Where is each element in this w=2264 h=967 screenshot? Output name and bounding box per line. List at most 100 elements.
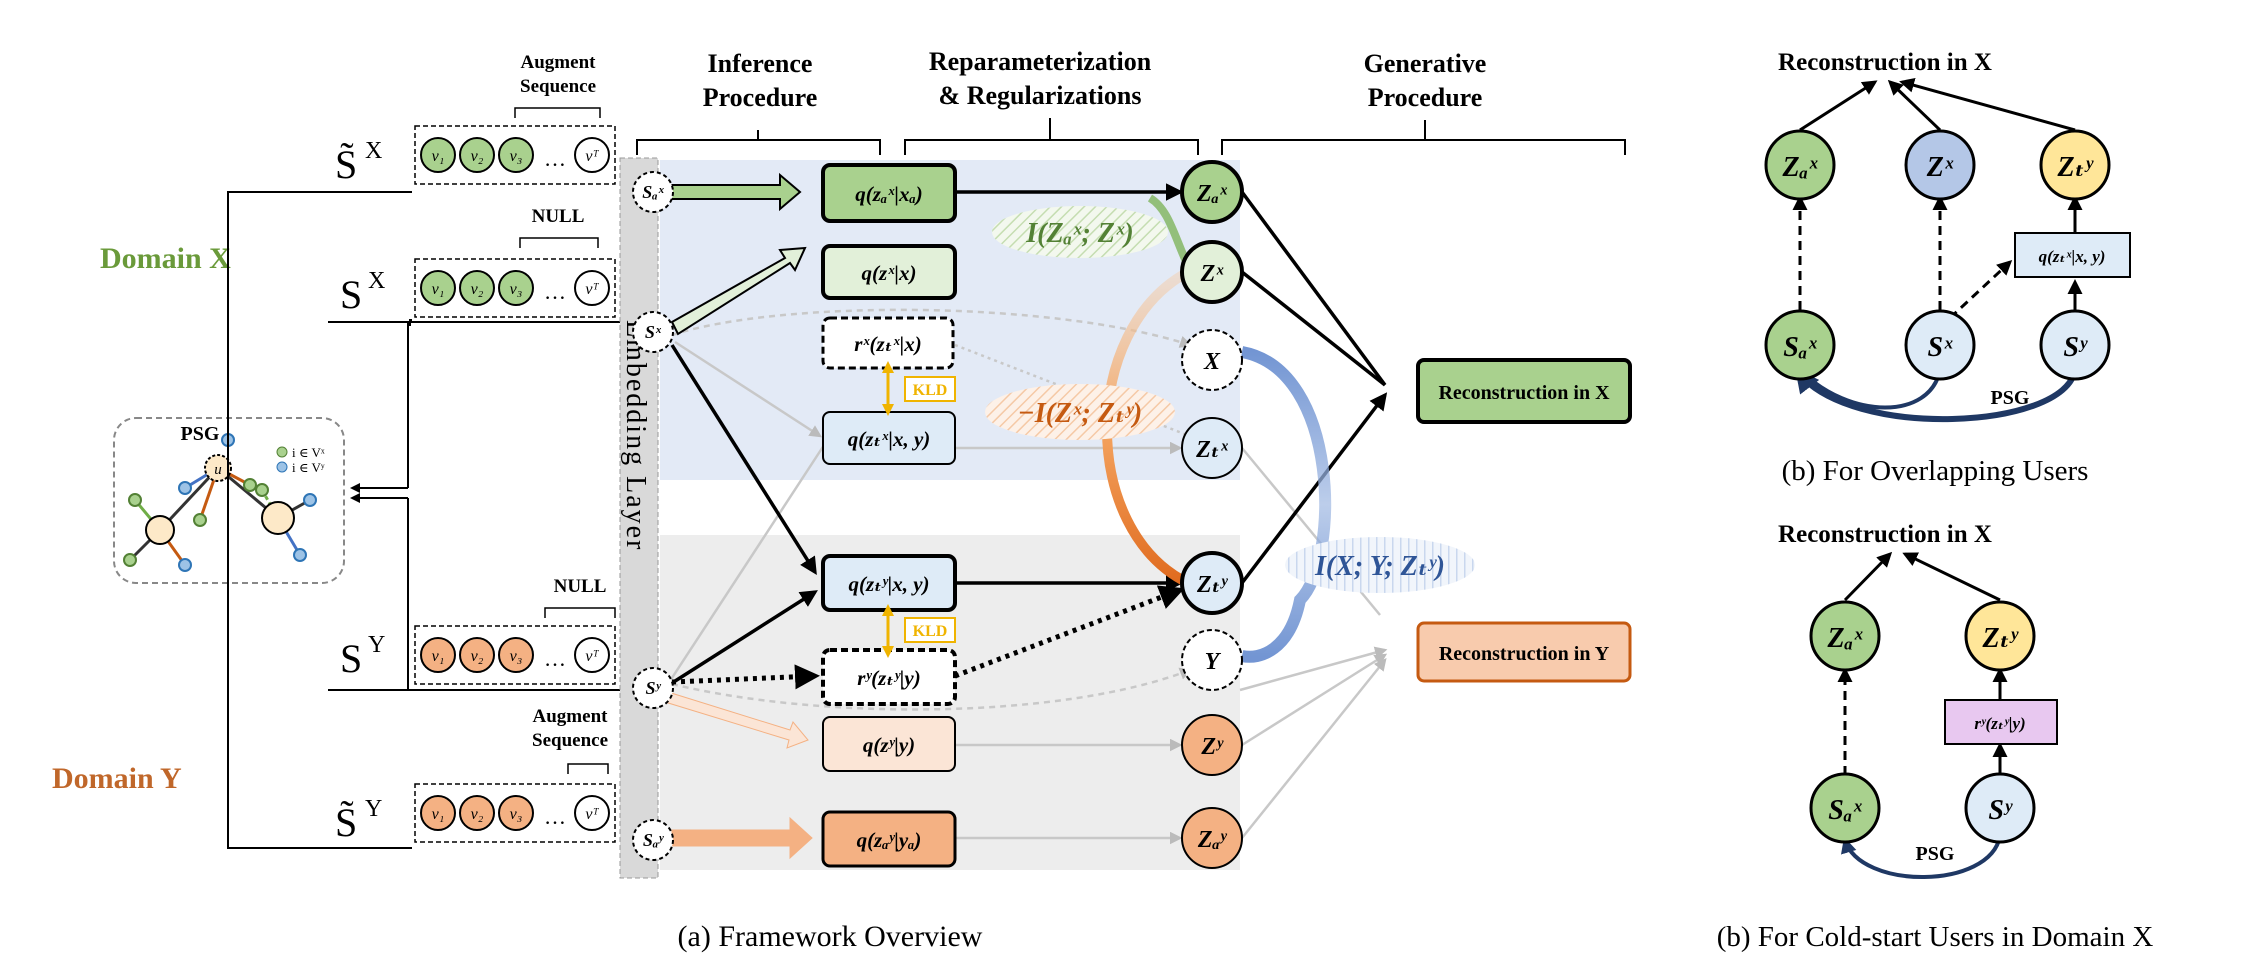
seq-token: [459, 270, 495, 306]
header-inference-1: Inference: [708, 49, 813, 78]
header-generative-2: Procedure: [1368, 83, 1483, 112]
graph-node: [128, 493, 142, 507]
header-reparam-2: & Regularizations: [939, 81, 1142, 110]
graph-node: [178, 558, 192, 572]
mi-3-bg: [1285, 537, 1475, 593]
dist-box-label: q(zₐˣ|xₐ): [855, 182, 923, 206]
panel-node: [1809, 772, 1881, 844]
mi-2-text: −I(Zˣ; Zₜʸ): [1018, 398, 1143, 429]
panel-node-label: Zₐˣ: [1782, 152, 1818, 183]
seq-token: [420, 795, 456, 831]
latent-node-label: Zₜˣ: [1195, 437, 1229, 463]
kld-bottom: KLD: [913, 623, 948, 640]
dist-box-label: rˣ(zₜˣ|x): [854, 332, 922, 356]
graph-node: [243, 478, 257, 492]
seq-token-label: v₃: [510, 806, 523, 823]
seq-label-sy-sup: Y: [368, 632, 385, 658]
mi-1-text: I(Zₐˣ; Zˣ): [1025, 218, 1134, 249]
dist-box-q-zy: [822, 716, 956, 772]
panel-node-label: Sˣ: [1927, 332, 1953, 363]
graph-psg-label: PSG: [181, 423, 220, 445]
panel-node: [1904, 129, 1976, 201]
panel-bottom-caption: (b) For Cold-start Users in Domain X: [1717, 921, 2154, 953]
panel-node: [1764, 129, 1836, 201]
seq-token-label: v₁: [432, 281, 445, 298]
legend-x-text: i ∈ Vˣ: [292, 445, 325, 460]
panel-node-label: Sʸ: [1988, 795, 2013, 826]
input-node-label: Sʸ: [646, 678, 662, 698]
panel-top-caption: (b) For Overlapping Users: [1782, 455, 2089, 487]
latent-node: [1180, 240, 1244, 304]
seq-ellipsis: …: [544, 146, 566, 171]
graph-node: [261, 501, 295, 535]
panel-bottom-psg: PSG: [1916, 843, 1955, 865]
dist-box-label: q(zʸ|y): [863, 733, 915, 757]
graph-node: [145, 515, 175, 545]
graph-node-u-label: u: [214, 462, 222, 478]
panel-node-label: Zₜʸ: [1981, 623, 2018, 654]
header-reparam-1: Reparameterization: [929, 47, 1152, 76]
seq-token: [420, 270, 456, 306]
seq-ellipsis: …: [544, 804, 566, 829]
seq-token-label: vᵀ: [585, 148, 599, 165]
sequence-underlines: [328, 191, 412, 849]
sequence-labels: S̃ X S X S Y S̃ Y: [335, 138, 385, 845]
seq-box-sx-tilde: v₁ v₂ v₃ … vᵀ: [414, 125, 616, 185]
latent-node: [1181, 807, 1243, 869]
latent-node: [1181, 417, 1243, 479]
seq-ellipsis: …: [544, 279, 566, 304]
seq-token-label: v₃: [510, 148, 523, 165]
brace-inference: [636, 130, 881, 155]
thick-arrows: [664, 172, 813, 860]
mi-curve-blue: [1240, 346, 1332, 663]
seq-token: [498, 270, 534, 306]
seq-token: [498, 137, 534, 173]
seq-token-label: vᵀ: [585, 281, 599, 298]
graph-node: [293, 548, 307, 562]
recon-x-box: [1416, 358, 1632, 424]
seq-token-label: v₁: [432, 148, 445, 165]
panel-top-q-text: q(zₜˣ|x, y): [2039, 247, 2106, 266]
graph-node-u: [204, 454, 232, 482]
graph-node: [193, 513, 207, 527]
domain-x-label: Domain X: [100, 242, 231, 275]
latent-node-label: Zˣ: [1200, 261, 1225, 287]
header-inference-2: Procedure: [703, 83, 818, 112]
panel-top-q-box: [2014, 232, 2131, 278]
panel-node-label: Sₐˣ: [1783, 332, 1817, 363]
seq-token: [498, 795, 534, 831]
brace-generative: [1221, 120, 1626, 155]
dist-box-q-zax: [821, 163, 957, 223]
mi-2-bg: [985, 384, 1175, 440]
recon-y-text: Reconstruction in Y: [1439, 643, 1610, 665]
seq-label-sx-tilde: S̃: [335, 142, 357, 187]
domain-y-label: Domain Y: [52, 762, 182, 795]
dist-box-q-zx: [821, 244, 957, 300]
graph-node: [178, 481, 192, 495]
seq-token: [459, 795, 495, 831]
recon-x-text: Reconstruction in X: [1438, 382, 1610, 404]
augment-top-2: Sequence: [520, 76, 596, 97]
seq-token-label: v₂: [471, 148, 484, 165]
mi-1-bg: [992, 206, 1168, 258]
arrow-sy-to-q: [664, 691, 809, 749]
seq-ellipsis: …: [544, 646, 566, 671]
input-node-label: Sˣ: [645, 322, 662, 342]
embedding-layer: [619, 157, 659, 879]
panel-node: [1809, 600, 1881, 672]
kld-top: KLD: [913, 382, 948, 399]
seq-label-sy-tilde: S̃: [335, 800, 357, 845]
seq-token: [459, 137, 495, 173]
seq-token: [459, 637, 495, 673]
latent-node: [1181, 714, 1243, 776]
dist-box-label: q(zₜˣ|x, y): [848, 427, 931, 451]
panel-bottom-r-text: rʸ(zₜʸ|y): [1974, 714, 2025, 733]
seq-label-sx-tilde-sup: X: [365, 138, 382, 164]
seq-label-sy: S: [340, 636, 362, 681]
graph-node: [255, 483, 269, 497]
